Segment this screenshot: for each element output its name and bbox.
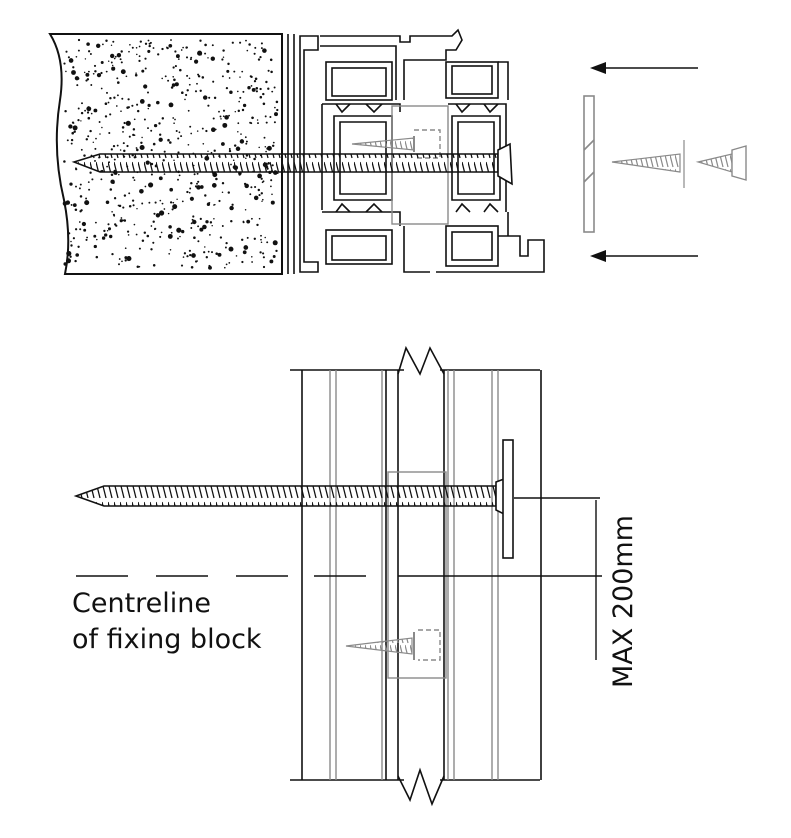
cover-strip: [583, 95, 595, 233]
centreline-label-line1: Centreline: [72, 588, 211, 619]
elevation-view: Centreline of fixing block MAX 200mm: [72, 345, 639, 807]
section-view: [48, 28, 747, 275]
frame-screw-elevation: [73, 439, 514, 559]
dimension-label: MAX 200mm: [608, 515, 639, 688]
concrete-speckle: [62, 38, 279, 270]
exploded-screws: [611, 140, 747, 188]
block-screw-section: [351, 136, 415, 152]
fixing-block-elevation: [387, 471, 447, 679]
centreline-label-line2: of fixing block: [72, 624, 262, 655]
dimension-lines: [398, 497, 602, 660]
frame-rails: [290, 369, 542, 781]
frame-screw-section: [71, 142, 513, 186]
break-line-bottom: [397, 767, 445, 807]
frame-rails-grey: [329, 370, 499, 780]
block-screw-elevation: [345, 632, 415, 660]
break-line-top: [397, 345, 445, 376]
insertion-arrows: [590, 62, 698, 262]
